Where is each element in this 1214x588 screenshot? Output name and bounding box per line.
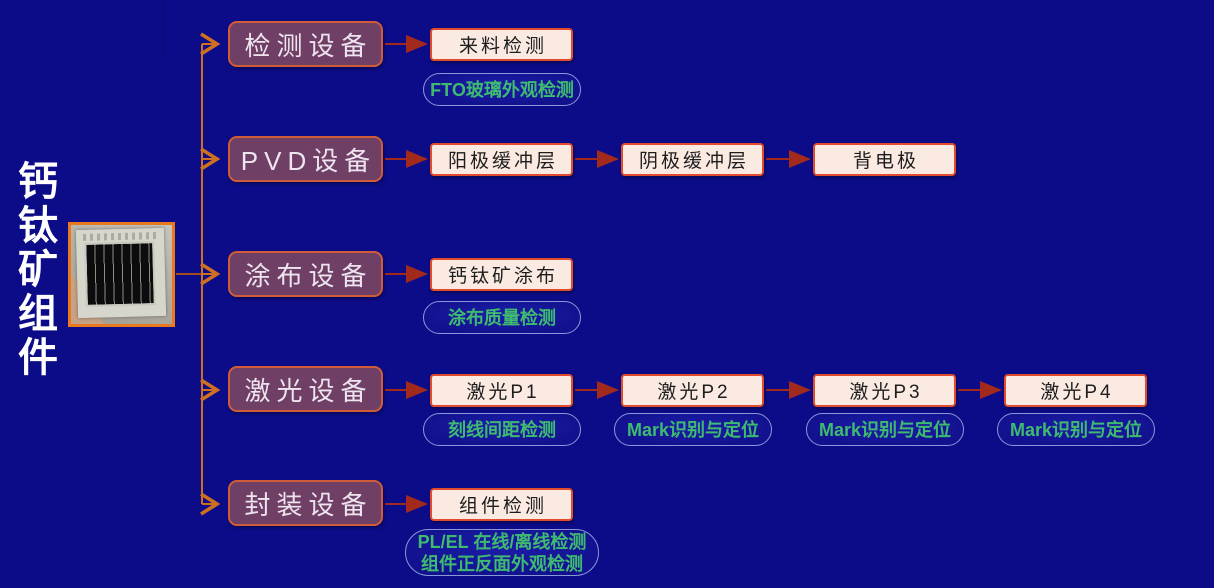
check-coating-quality: 涂布质量检测 — [423, 301, 581, 334]
step-laser-p1: 激光P1 — [430, 374, 573, 407]
page-title: 钙钛矿组件 — [12, 160, 56, 380]
perovskite-module-photo — [68, 222, 175, 327]
step-laser-p2: 激光P2 — [621, 374, 764, 407]
step-laser-p3: 激光P3 — [813, 374, 956, 407]
step-anode-buffer-layer: 阳极缓冲层 — [430, 143, 573, 176]
check-mark-recognition-p3: Mark识别与定位 — [806, 413, 964, 446]
step-module-inspection: 组件检测 — [430, 488, 573, 521]
check-mark-recognition-p4: Mark识别与定位 — [997, 413, 1155, 446]
check-label: 涂布质量检测 — [448, 307, 556, 328]
check-label: Mark识别与定位 — [818, 419, 952, 440]
category-packaging-equipment: 封装设备 — [228, 480, 383, 526]
check-module-inspection-details: PL/EL 在线/离线检测 组件正反面外观检测 — [405, 529, 599, 576]
category-detection-equipment: 检测设备 — [228, 21, 383, 67]
category-laser-equipment: 激光设备 — [228, 366, 383, 412]
check-mark-recognition-p2: Mark识别与定位 — [614, 413, 772, 446]
category-coating-equipment: 涂布设备 — [228, 251, 383, 297]
check-label: 组件正反面外观检测 — [421, 553, 583, 574]
step-perovskite-coating: 钙钛矿涂布 — [430, 258, 573, 291]
step-incoming-inspection: 来料检测 — [430, 28, 573, 61]
check-label: PL/EL 在线/离线检测 — [417, 531, 587, 552]
slide-edge-line — [163, 0, 164, 56]
check-scribe-line-spacing: 刻线间距检测 — [423, 413, 581, 446]
check-fto-glass-appearance: FTO玻璃外观检测 — [423, 73, 581, 106]
check-label: FTO玻璃外观检测 — [430, 79, 574, 100]
check-label: Mark识别与定位 — [1009, 419, 1143, 440]
step-laser-p4: 激光P4 — [1004, 374, 1147, 407]
category-pvd-equipment: PVD设备 — [228, 136, 383, 182]
check-label: 刻线间距检测 — [448, 419, 556, 440]
check-label: Mark识别与定位 — [626, 419, 760, 440]
step-back-electrode: 背电极 — [813, 143, 956, 176]
step-cathode-buffer-layer: 阴极缓冲层 — [621, 143, 764, 176]
